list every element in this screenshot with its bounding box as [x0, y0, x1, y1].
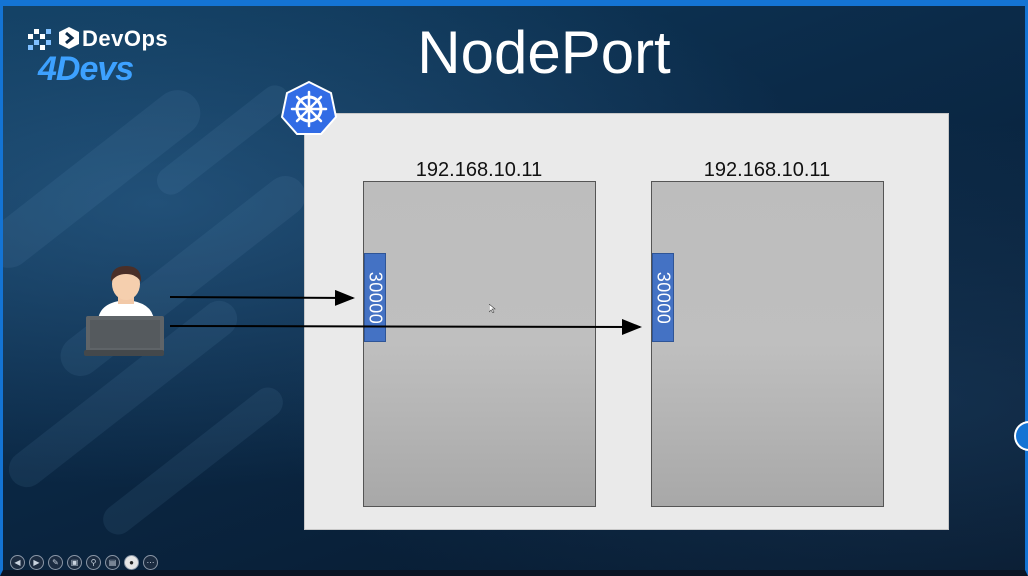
node-2 [651, 181, 884, 507]
presenter-toolbar: ◀ ▶ ✎ ▣ ⚲ ▤ ● ⋯ [10, 555, 158, 571]
node-2-ip: 192.168.10.11 [703, 159, 831, 181]
node-1-ip: 192.168.10.11 [415, 159, 543, 181]
pen-icon[interactable]: ✎ [48, 555, 63, 570]
more-icon[interactable]: ⋯ [143, 555, 158, 570]
node-1 [363, 181, 596, 507]
slide-title: NodePort [417, 19, 671, 86]
logo-line2: 4Devs [38, 50, 134, 88]
node-1-port-label: 30000 [365, 271, 386, 324]
slides-icon[interactable]: ▣ [67, 555, 82, 570]
pixel-cube-icon [28, 29, 51, 50]
previous-icon[interactable]: ◀ [10, 555, 25, 570]
mouse-cursor-icon [489, 304, 496, 313]
devops4devs-logo: DevOps 4Devs [24, 20, 194, 90]
next-icon[interactable]: ▶ [29, 555, 44, 570]
devops-badge-icon [59, 27, 79, 49]
kubernetes-icon [280, 80, 338, 135]
logo-line1: DevOps [82, 26, 169, 51]
node-1-port: 30000 [364, 253, 386, 342]
zoom-icon[interactable]: ⚲ [86, 555, 101, 570]
node-2-port: 30000 [652, 253, 674, 342]
camera-icon[interactable]: ● [124, 555, 139, 570]
subtitles-icon[interactable]: ▤ [105, 555, 120, 570]
node-2-port-label: 30000 [653, 271, 674, 324]
user-with-laptop-icon [84, 266, 164, 356]
